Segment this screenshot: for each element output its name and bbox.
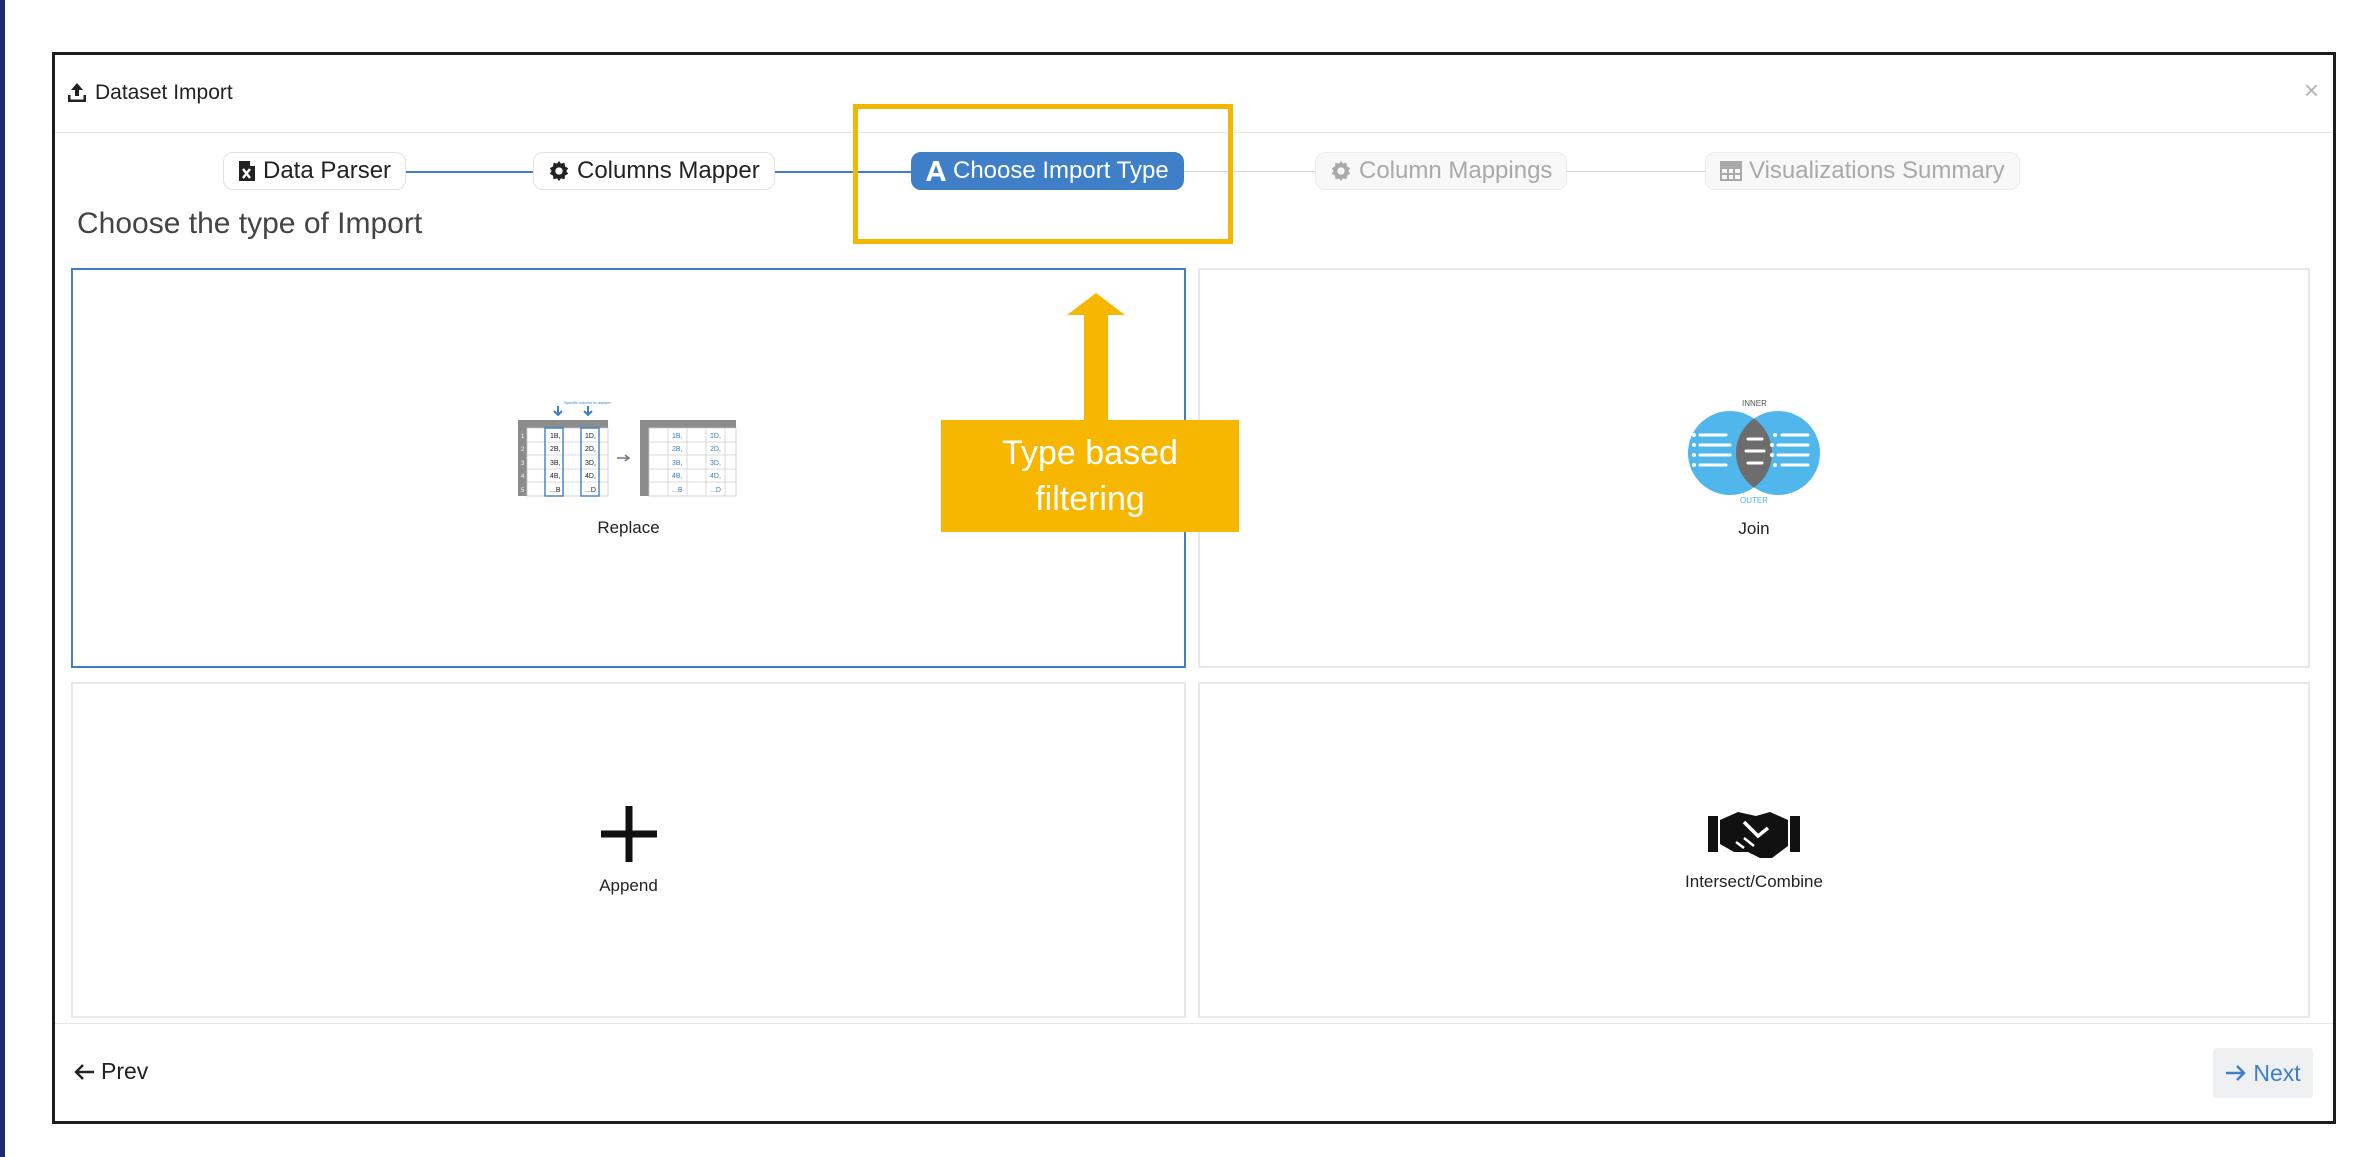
step-label: Visualizations Summary bbox=[1749, 157, 2005, 184]
step-choose-import-type[interactable]: Choose Import Type bbox=[911, 152, 1184, 190]
step-columns-mapper[interactable]: Columns Mapper bbox=[533, 152, 775, 190]
step-connector bbox=[1565, 171, 1765, 172]
plus-icon bbox=[600, 806, 657, 862]
cell-left-d: ...D bbox=[585, 487, 596, 494]
option-card-intersect-combine[interactable]: Intersect/Combine bbox=[1198, 682, 2310, 1018]
replace-table-illustration: Specific column to replace 1B, 2B, 3B, 4… bbox=[517, 400, 736, 497]
option-label: Replace bbox=[597, 518, 660, 537]
cell-left-b: 1B, bbox=[550, 433, 561, 440]
cell-right-d: 3D, bbox=[710, 460, 721, 467]
venn-outer-label: OUTER bbox=[1740, 496, 1768, 505]
step-label: Column Mappings bbox=[1359, 157, 1553, 184]
cell-right-d: ...D bbox=[710, 487, 721, 494]
cell-left-b: ...B bbox=[550, 487, 561, 494]
step-connector bbox=[1175, 171, 1375, 172]
cell-left-d: 2D, bbox=[585, 446, 596, 453]
cell-right-b: 4B, bbox=[672, 473, 683, 480]
step-column-mappings[interactable]: Column Mappings bbox=[1315, 152, 1568, 190]
cell-right-b: 3B, bbox=[672, 460, 683, 467]
font-a-icon bbox=[926, 161, 946, 181]
cell-left-d: 1D, bbox=[585, 433, 596, 440]
cell-right-d: 4D, bbox=[710, 473, 721, 480]
row-number: 3 bbox=[521, 461, 525, 467]
close-button[interactable]: × bbox=[2303, 75, 2319, 105]
modal-title: Dataset Import bbox=[65, 81, 233, 105]
option-label: Intersect/Combine bbox=[1685, 872, 1823, 891]
cell-right-b: 1B, bbox=[672, 433, 683, 440]
cell-right-b: 2B, bbox=[672, 446, 683, 453]
row-number: 1 bbox=[521, 434, 525, 440]
cell-right-b: ...B bbox=[672, 487, 683, 494]
venn-inner-label: INNER bbox=[1742, 399, 1767, 408]
section-title: Choose the type of Import bbox=[77, 207, 423, 240]
modal-footer: Prev Next bbox=[55, 1023, 2333, 1123]
option-label: Join bbox=[1738, 519, 1770, 538]
cell-left-d: 4D, bbox=[585, 473, 596, 480]
dataset-import-modal: Dataset Import × Data Parser Columns Map… bbox=[52, 52, 2336, 1124]
table-icon bbox=[1720, 161, 1742, 181]
gear-icon bbox=[1331, 160, 1351, 182]
next-button[interactable]: Next bbox=[2213, 1048, 2313, 1098]
step-connector bbox=[755, 171, 965, 173]
cell-right-d: 1D, bbox=[710, 433, 721, 440]
option-card-append[interactable]: Append bbox=[71, 682, 1186, 1018]
upload-icon bbox=[68, 83, 86, 102]
arrow-left-icon bbox=[74, 1063, 94, 1080]
option-label: Append bbox=[599, 876, 658, 895]
option-card-join[interactable]: INNER OUTER Join bbox=[1198, 268, 2310, 668]
prev-button[interactable]: Prev bbox=[73, 1058, 148, 1085]
svg-text:Specific column to replace: Specific column to replace bbox=[564, 400, 611, 405]
arrow-right-icon bbox=[2226, 1065, 2247, 1081]
left-edge-bar bbox=[0, 0, 5, 1157]
step-visualizations-summary[interactable]: Visualizations Summary bbox=[1705, 152, 2020, 190]
cell-left-b: 2B, bbox=[550, 446, 561, 453]
cell-left-b: 3B, bbox=[550, 460, 561, 467]
next-label: Next bbox=[2253, 1059, 2301, 1086]
row-number: 5 bbox=[521, 488, 525, 494]
step-label: Data Parser bbox=[263, 157, 392, 184]
gear-icon bbox=[549, 160, 569, 182]
handshake-icon bbox=[1708, 812, 1800, 858]
callout-label: Type based filtering bbox=[941, 420, 1239, 532]
prev-label: Prev bbox=[101, 1058, 149, 1084]
cell-right-d: 2D, bbox=[710, 446, 721, 453]
step-label: Columns Mapper bbox=[577, 157, 760, 184]
venn-diagram-icon: INNER OUTER bbox=[1688, 399, 1820, 505]
modal-header: Dataset Import × bbox=[55, 55, 2333, 133]
row-number: 4 bbox=[521, 474, 525, 480]
row-number: 2 bbox=[521, 447, 525, 453]
cell-left-b: 4B, bbox=[550, 473, 561, 480]
step-label: Choose Import Type bbox=[953, 157, 1169, 184]
step-data-parser[interactable]: Data Parser bbox=[223, 152, 407, 190]
file-excel-icon bbox=[239, 161, 255, 181]
step-connector bbox=[388, 171, 588, 173]
modal-title-text: Dataset Import bbox=[95, 81, 233, 104]
cell-left-d: 3D, bbox=[585, 460, 596, 467]
